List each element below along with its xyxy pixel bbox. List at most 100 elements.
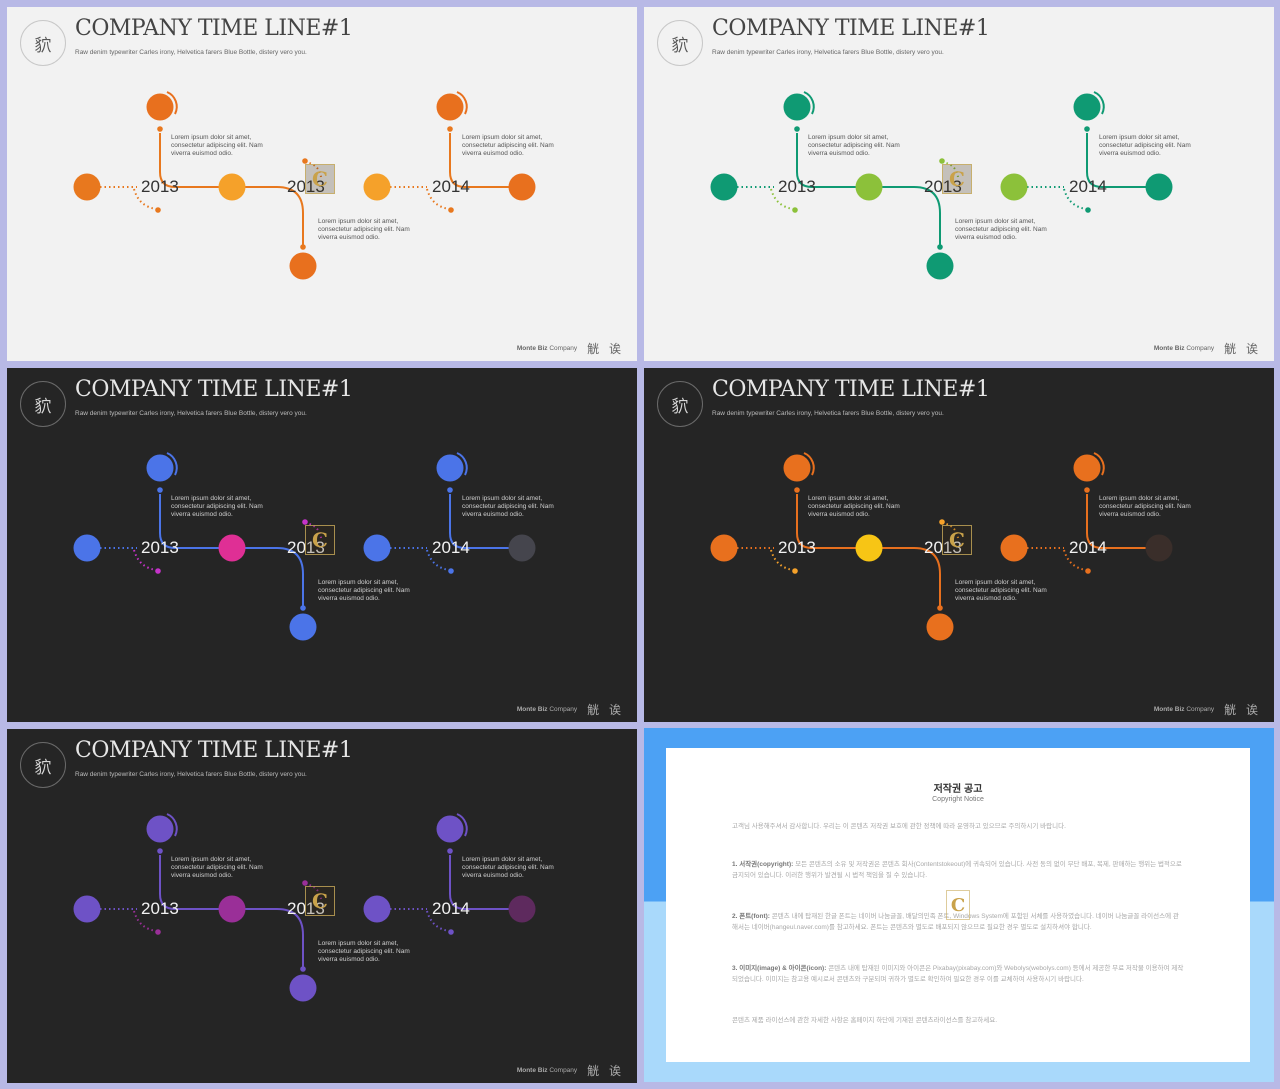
description-text: Lorem ipsum dolor sit amet, consectetur … bbox=[171, 134, 263, 157]
year-label: 2014 bbox=[432, 177, 470, 196]
description-text: Lorem ipsum dolor sit amet, consectetur … bbox=[318, 579, 410, 602]
watermark-badge-icon: C bbox=[946, 890, 970, 920]
milestone-circle-left bbox=[73, 173, 101, 201]
progress-arc bbox=[166, 452, 178, 476]
slide-subtitle: Raw denim typewriter Carles irony, Helve… bbox=[75, 410, 307, 417]
node-dot bbox=[792, 207, 798, 213]
node-dot bbox=[302, 158, 308, 164]
description-text: Lorem ipsum dolor sit amet, consectetur … bbox=[808, 134, 900, 157]
notice-title: 저작권 공고 bbox=[933, 784, 983, 795]
slide-title: COMPANY TIME LINE#1 bbox=[75, 377, 353, 402]
notice-paragraph-image: 3. 이미지(image) & 아이콘(icon): 콘텐츠 내에 탑재된 이미… bbox=[732, 964, 1184, 985]
milestone-circle-top bbox=[436, 454, 464, 482]
notice-paragraph-text: 고객님 사용해주셔서 감사합니다. 우리는 이 콘텐츠 저작권 보호에 관한 정… bbox=[732, 823, 1066, 830]
slide-subtitle: Raw denim typewriter Carles irony, Helve… bbox=[712, 410, 944, 417]
node-dot bbox=[447, 487, 453, 493]
slide-footer: Monte Biz Company 觥 诶 bbox=[517, 701, 624, 718]
milestone-circle-right bbox=[1145, 534, 1173, 562]
notice-paragraph-lead: 1. 서작권(copyright): bbox=[732, 861, 794, 868]
slide-purple-dark[interactable]: 貁 COMPANY TIME LINE#1 Raw denim typewrit… bbox=[7, 729, 637, 1083]
milestone-circle-bottom bbox=[289, 974, 317, 1002]
connector-line bbox=[159, 855, 219, 910]
node-dot bbox=[937, 244, 943, 250]
slide-blue-dark[interactable]: 貁 COMPANY TIME LINE#1 Raw denim typewrit… bbox=[7, 368, 637, 722]
milestone-circle-center bbox=[1000, 173, 1028, 201]
connector-line bbox=[796, 133, 856, 188]
copyright-notice-slide[interactable]: 저작권 공고 Copyright Notice 고객님 사용해주셔서 감사합니다… bbox=[644, 728, 1274, 1082]
progress-arc bbox=[456, 452, 468, 476]
milestone-circle-top bbox=[146, 93, 174, 121]
description-text: Lorem ipsum dolor sit amet, consectetur … bbox=[318, 218, 410, 241]
milestone-circle-top bbox=[146, 454, 174, 482]
description-text: Lorem ipsum dolor sit amet, consectetur … bbox=[462, 134, 554, 157]
timeline-graphic bbox=[73, 813, 536, 1002]
connector-line bbox=[243, 547, 304, 608]
progress-arc bbox=[166, 813, 178, 837]
footer-glyphs: 觥 诶 bbox=[587, 1064, 624, 1078]
notice-paragraph-font: 2. 폰트(font): 콘텐츠 내에 탑재된 한글 폰트는 네이버 나눔글꼴,… bbox=[732, 912, 1184, 933]
description-text: Lorem ipsum dolor sit amet, consectetur … bbox=[171, 856, 263, 879]
progress-arc bbox=[1093, 452, 1105, 476]
footer-brand-name: Monte Biz bbox=[1153, 706, 1185, 713]
notice-paper: 저작권 공고 Copyright Notice 고객님 사용해주셔서 감사합니다… bbox=[666, 748, 1250, 1062]
progress-arc bbox=[803, 452, 815, 476]
slide-green-light[interactable]: 貁 COMPANY TIME LINE#1 Raw denim typewrit… bbox=[644, 7, 1274, 361]
node-dot bbox=[448, 207, 454, 213]
node-dot bbox=[157, 487, 163, 493]
node-dot bbox=[939, 158, 945, 164]
footer-glyphs: 觥 诶 bbox=[587, 703, 624, 717]
timeline-graphic bbox=[710, 91, 1173, 280]
watermark-badge-icon: C bbox=[305, 886, 335, 916]
connector-line bbox=[449, 494, 510, 549]
milestone-circle-center bbox=[855, 173, 883, 201]
watermark-badge-icon: C bbox=[305, 525, 335, 555]
notice-paragraph-intro: 고객님 사용해주셔서 감사합니다. 우리는 이 콘텐츠 저작권 보호에 관한 정… bbox=[732, 822, 1184, 833]
notice-paragraph-lead: 3. 이미지(image) & 아이콘(icon): bbox=[732, 965, 827, 972]
node-dot bbox=[155, 568, 161, 574]
year-label: 2013 bbox=[141, 177, 179, 196]
footer-glyphs: 觥 诶 bbox=[1224, 342, 1261, 356]
slide-orange-light[interactable]: 貁 COMPANY TIME LINE#1 Raw denim typewrit… bbox=[7, 7, 637, 361]
slide-title: COMPANY TIME LINE#1 bbox=[712, 16, 990, 41]
node-dot bbox=[302, 880, 308, 886]
progress-arc bbox=[1093, 91, 1105, 115]
timeline-graphic bbox=[710, 452, 1173, 641]
node-dot bbox=[1085, 207, 1091, 213]
year-label: 2013 bbox=[141, 538, 179, 557]
node-dot bbox=[794, 487, 800, 493]
progress-arc bbox=[456, 813, 468, 837]
milestone-circle-top bbox=[436, 815, 464, 843]
node-dot bbox=[448, 568, 454, 574]
slide-orange-dark[interactable]: 貁 COMPANY TIME LINE#1 Raw denim typewrit… bbox=[644, 368, 1274, 722]
milestone-circle-right bbox=[508, 173, 536, 201]
connector-line bbox=[796, 494, 856, 549]
node-dot bbox=[937, 605, 943, 611]
notice-paragraph-text: 콘텐츠 제품 라이선스에 관한 자세한 사항은 홈페이지 하단에 기재된 콘텐츠… bbox=[732, 1017, 998, 1024]
notice-paragraph-copyright: 1. 서작권(copyright): 모든 콘텐츠의 소유 및 저작권은 콘텐츠… bbox=[732, 860, 1184, 881]
description-text: Lorem ipsum dolor sit amet, consectetur … bbox=[1099, 495, 1191, 518]
footer-glyphs: 觥 诶 bbox=[1224, 703, 1261, 717]
footer-brand: Monte Biz Company bbox=[517, 1067, 577, 1074]
slide-title: COMPANY TIME LINE#1 bbox=[75, 738, 353, 763]
description-text: Lorem ipsum dolor sit amet, consectetur … bbox=[808, 495, 900, 518]
milestone-circle-left bbox=[710, 173, 738, 201]
milestone-circle-top bbox=[1073, 454, 1101, 482]
node-dot bbox=[1085, 568, 1091, 574]
progress-arc bbox=[803, 91, 815, 115]
timeline-graphic bbox=[73, 91, 536, 280]
connector-line bbox=[243, 908, 304, 969]
milestone-circle-top bbox=[783, 454, 811, 482]
description-text: Lorem ipsum dolor sit amet, consectetur … bbox=[1099, 134, 1191, 157]
footer-brand: Monte Biz Company bbox=[517, 345, 577, 352]
footer-brand: Monte Biz Company bbox=[517, 706, 577, 713]
description-text: Lorem ipsum dolor sit amet, consectetur … bbox=[462, 495, 554, 518]
notice-paragraph-text: 콘텐츠 내에 탑재된 한글 폰트는 네이버 나눔글꼴, 배달의민족 폰트, Wi… bbox=[732, 913, 1179, 931]
year-label: 2013 bbox=[141, 899, 179, 918]
description-text: Lorem ipsum dolor sit amet, consectetur … bbox=[318, 940, 410, 963]
progress-arc bbox=[456, 91, 468, 115]
node-dot bbox=[157, 848, 163, 854]
node-dot bbox=[792, 568, 798, 574]
node-dot bbox=[300, 966, 306, 972]
milestone-circle-bottom bbox=[289, 252, 317, 280]
footer-company: Company bbox=[549, 345, 578, 352]
